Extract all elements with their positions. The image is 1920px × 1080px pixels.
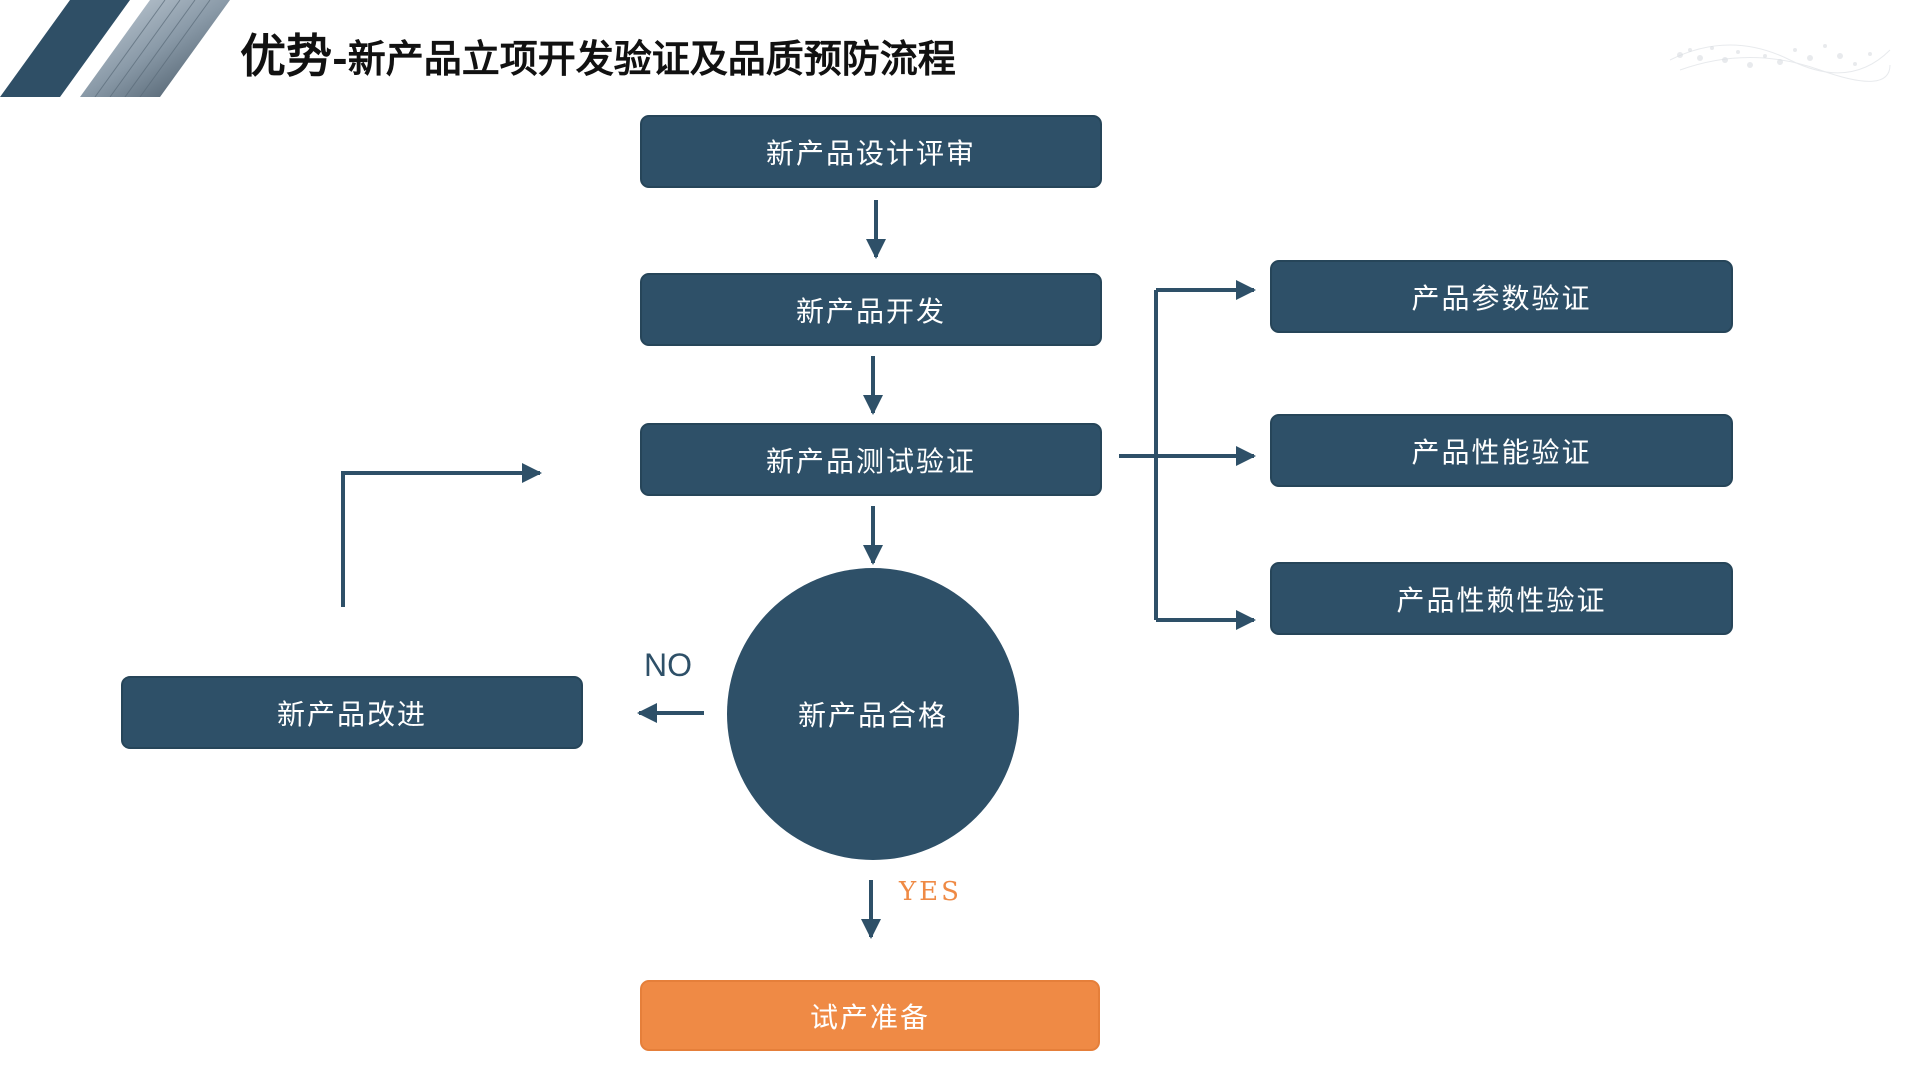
reliability-verification-box: 产品性赖性验证	[1270, 562, 1733, 635]
title-main: 优势	[240, 29, 332, 83]
performance-verification-label: 产品性能验证	[1411, 435, 1592, 469]
qualified-decision-node: 新产品合格	[727, 568, 1019, 860]
development-label: 新产品开发	[795, 294, 946, 328]
title-subtitle: -新产品立项开发验证及品质预防流程	[332, 36, 956, 81]
design-review-label: 新产品设计评审	[765, 136, 976, 170]
no-label: NO	[644, 647, 692, 683]
improvement-box: 新产品改进	[121, 676, 583, 749]
trial-production-box: 试产准备	[640, 980, 1100, 1051]
qualified-label: 新产品合格	[797, 699, 948, 732]
improvement-label: 新产品改进	[276, 697, 427, 731]
reliability-verification-label: 产品性赖性验证	[1396, 583, 1607, 617]
yes-label: YES	[899, 877, 962, 907]
param-verification-label: 产品参数验证	[1411, 281, 1592, 315]
param-verification-box: 产品参数验证	[1270, 260, 1733, 333]
performance-verification-box: 产品性能验证	[1270, 414, 1733, 487]
arrow-improvement-loop	[341, 463, 542, 607]
header-decoration	[0, 0, 230, 97]
development-box: 新产品开发	[640, 273, 1102, 346]
decorative-world-map	[1669, 44, 1891, 82]
design-review-box: 新产品设计评审	[640, 115, 1102, 188]
page-title: 优势 -新产品立项开发验证及品质预防流程	[240, 20, 956, 83]
test-verification-label: 新产品测试验证	[765, 444, 976, 478]
trial-production-label: 试产准备	[809, 1000, 930, 1034]
test-verification-box: 新产品测试验证	[640, 423, 1102, 496]
